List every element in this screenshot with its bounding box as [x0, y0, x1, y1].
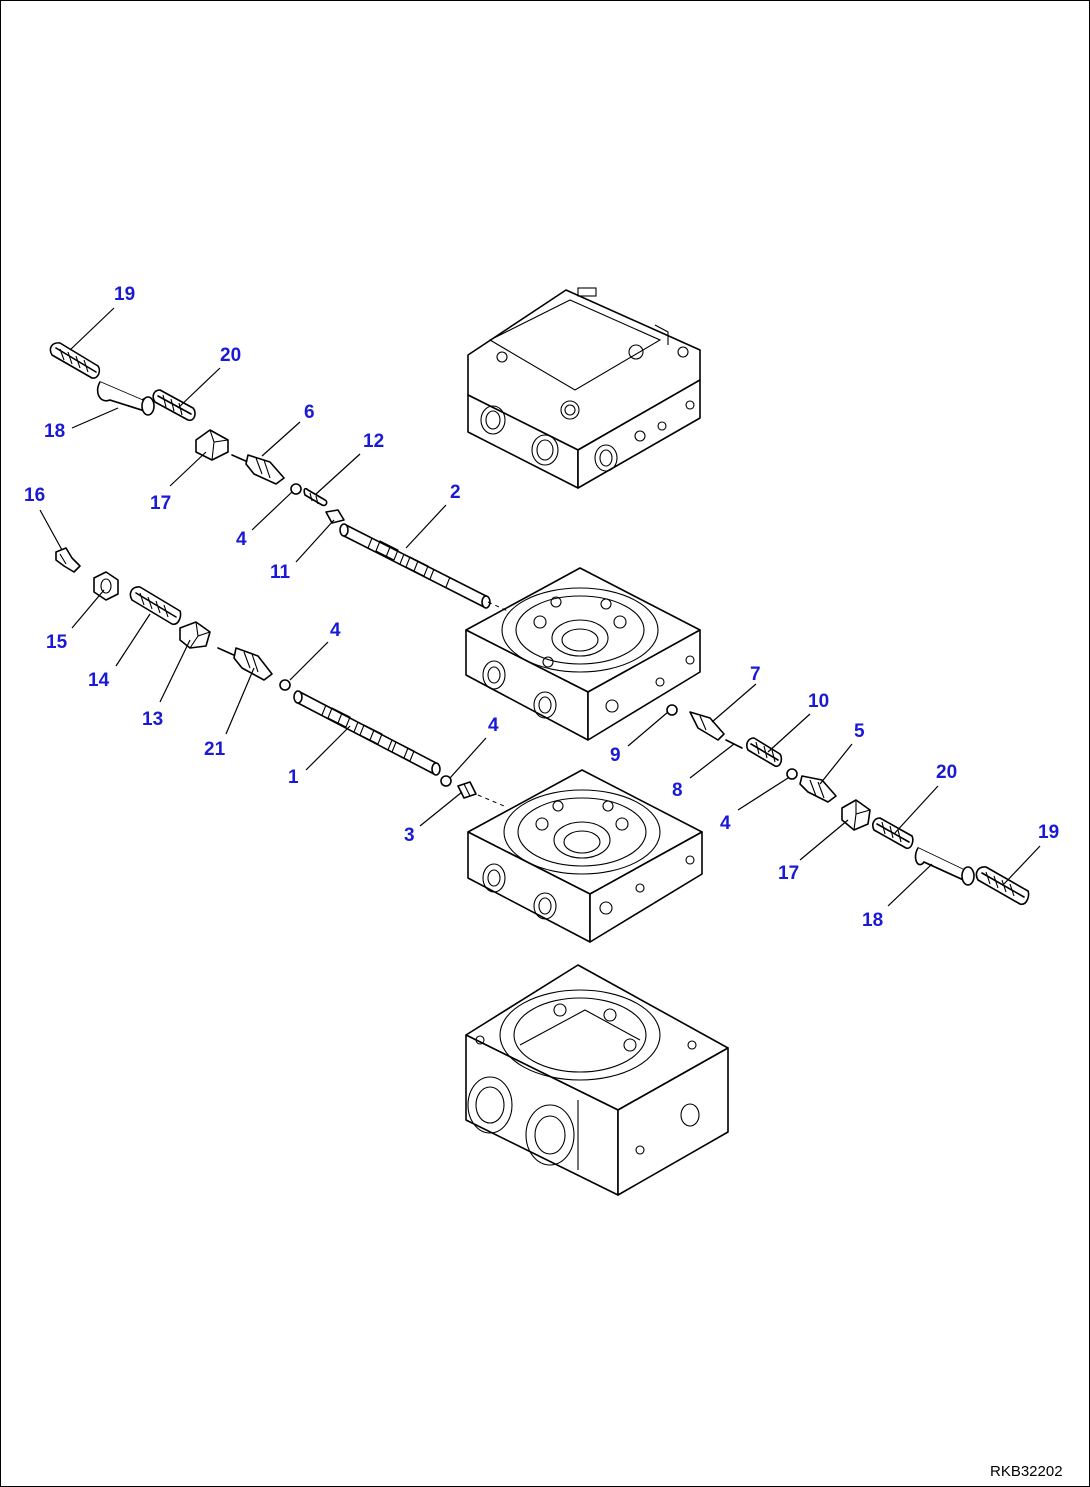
part-label-21: 21 — [204, 739, 226, 760]
part-label-6: 6 — [304, 402, 315, 423]
upper-spool-assembly — [49, 342, 511, 613]
spring-19-right — [975, 866, 1030, 905]
part-label-18: 18 — [862, 910, 883, 931]
spring-10 — [746, 737, 783, 768]
part-label-15: 15 — [46, 632, 68, 653]
part-label-20: 20 — [936, 762, 957, 783]
spool-1 — [293, 690, 441, 776]
spring-14 — [129, 586, 182, 625]
part-label-4: 4 — [488, 715, 499, 736]
sleeve-18-right — [914, 847, 975, 886]
part-label-5: 5 — [854, 721, 865, 742]
part-label-13: 13 — [142, 709, 163, 730]
part-label-17: 17 — [150, 493, 171, 514]
seal-9 — [666, 704, 678, 716]
part-label-17: 17 — [778, 863, 799, 884]
part-label-4: 4 — [330, 620, 341, 641]
part-label-14: 14 — [88, 670, 110, 691]
o-ring-4-lower-mid — [440, 775, 452, 787]
spool-2 — [339, 523, 491, 609]
right-side-assembly — [666, 704, 1030, 905]
top-cap-block — [467, 287, 701, 489]
retainer-17-upper — [195, 429, 229, 461]
part-label-20: 20 — [220, 345, 241, 366]
poppet-6 — [231, 454, 285, 485]
part-label-4: 4 — [236, 529, 247, 550]
sleeve-18-upper — [96, 381, 155, 416]
retainer-13 — [179, 621, 211, 649]
part-label-11: 11 — [270, 562, 291, 583]
part-label-9: 9 — [610, 745, 621, 766]
part-label-19: 19 — [114, 284, 135, 305]
o-ring-4-upper — [290, 483, 302, 495]
part-label-10: 10 — [808, 691, 829, 712]
part-label-2: 2 — [450, 482, 461, 503]
piston-11 — [325, 509, 345, 524]
o-ring-4-lower-left — [279, 679, 291, 691]
spring-12 — [303, 487, 328, 507]
part-label-3: 3 — [404, 825, 415, 846]
part-label-1: 1 — [288, 767, 299, 788]
part-label-18: 18 — [44, 421, 65, 442]
drawing-code: RKB32202 — [990, 1463, 1063, 1480]
leader-lines — [39, 307, 1041, 907]
part-label-7: 7 — [750, 664, 761, 685]
plug-16 — [55, 547, 81, 573]
part-label-8: 8 — [672, 780, 683, 801]
part-label-16: 16 — [24, 485, 45, 506]
lower-spool-assembly — [55, 547, 505, 807]
retainer-17-right — [841, 799, 871, 831]
o-ring-4-right — [786, 768, 798, 780]
poppet-5 — [799, 775, 837, 803]
part-label-12: 12 — [363, 431, 384, 452]
spring-19-upper — [49, 342, 101, 379]
part-label-4: 4 — [720, 813, 731, 834]
valve-section-lower — [467, 769, 703, 943]
piece-3 — [457, 781, 477, 799]
part-labels: 19 20 18 6 17 12 4 11 2 16 15 14 13 4 21… — [24, 284, 1059, 931]
alignment-line-lower — [477, 794, 505, 807]
poppet-7 — [689, 711, 725, 741]
spring-20-right — [872, 817, 914, 850]
valve-section-upper — [465, 567, 701, 741]
part-label-19: 19 — [1038, 822, 1059, 843]
cap-15 — [93, 571, 119, 601]
spring-20-upper — [152, 389, 196, 422]
end-housing-block — [465, 964, 729, 1196]
poppet-21 — [217, 647, 273, 681]
